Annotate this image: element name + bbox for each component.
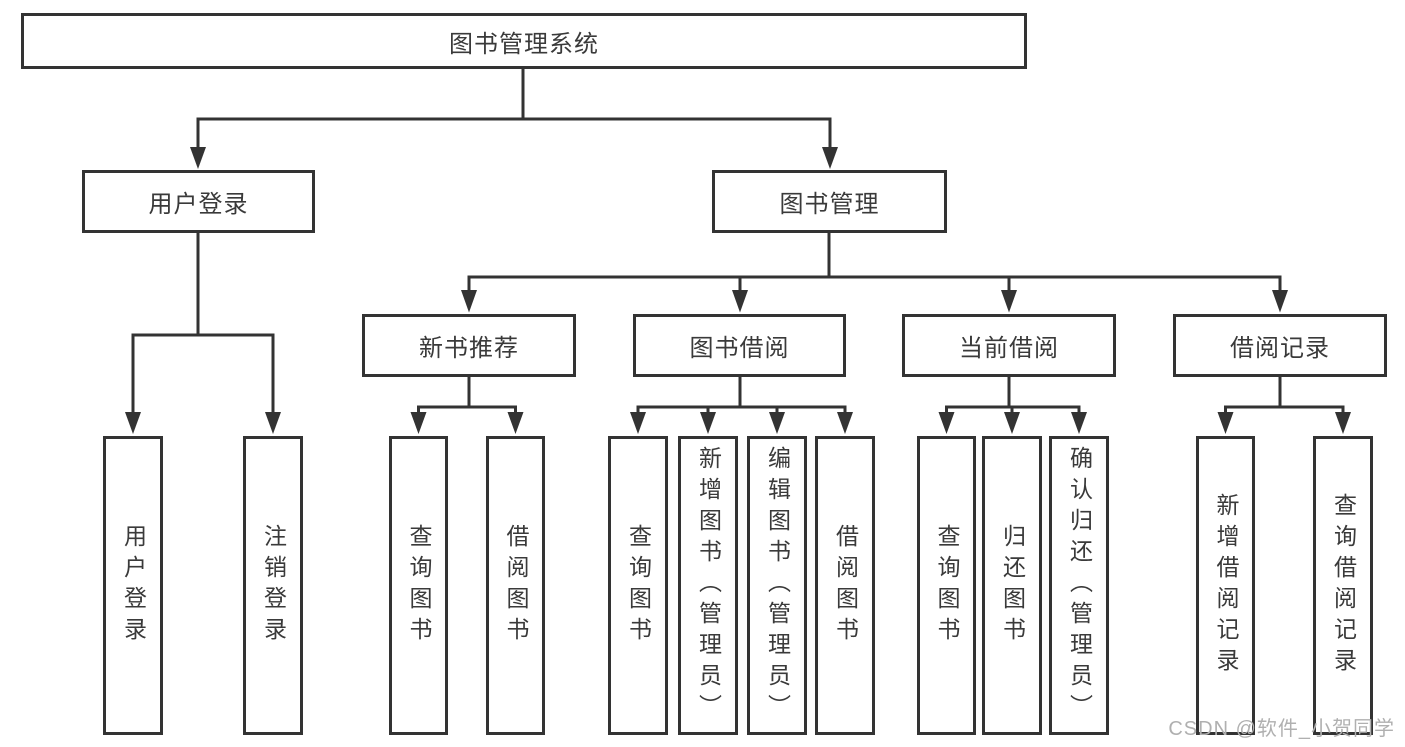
node-add-borrow-record: 新增借阅记录 — [1196, 436, 1255, 735]
node-return-books: 归还图书 — [982, 436, 1042, 735]
arrowheads — [125, 147, 1351, 434]
csdn-watermark: CSDN @软件_小贺同学 — [1168, 718, 1395, 740]
node-current-borrowing: 当前借阅 — [902, 314, 1116, 377]
node-edit-book-admin: 编辑图书（管理员） — [747, 436, 807, 735]
node-book-management: 图书管理 — [712, 170, 947, 233]
node-query-books-borrowing: 查询图书 — [608, 436, 668, 735]
node-query-books-recommend: 查询图书 — [389, 436, 448, 735]
node-user-login-leaf: 用户登录 — [103, 436, 163, 735]
node-book-borrowing: 图书借阅 — [633, 314, 846, 377]
node-add-book-admin: 新增图书（管理员） — [678, 436, 738, 735]
node-logout: 注销登录 — [243, 436, 303, 735]
node-user-login: 用户登录 — [82, 170, 315, 233]
node-query-books-current: 查询图书 — [917, 436, 976, 735]
node-confirm-return-admin: 确认归还（管理员） — [1049, 436, 1109, 735]
node-borrow-books-leaf: 借阅图书 — [815, 436, 875, 735]
node-new-book-recommendation: 新书推荐 — [362, 314, 576, 377]
node-root-library-management-system: 图书管理系统 — [21, 13, 1027, 69]
node-borrowing-records: 借阅记录 — [1173, 314, 1387, 377]
node-query-borrow-record: 查询借阅记录 — [1313, 436, 1373, 735]
node-borrow-books-recommend: 借阅图书 — [486, 436, 545, 735]
